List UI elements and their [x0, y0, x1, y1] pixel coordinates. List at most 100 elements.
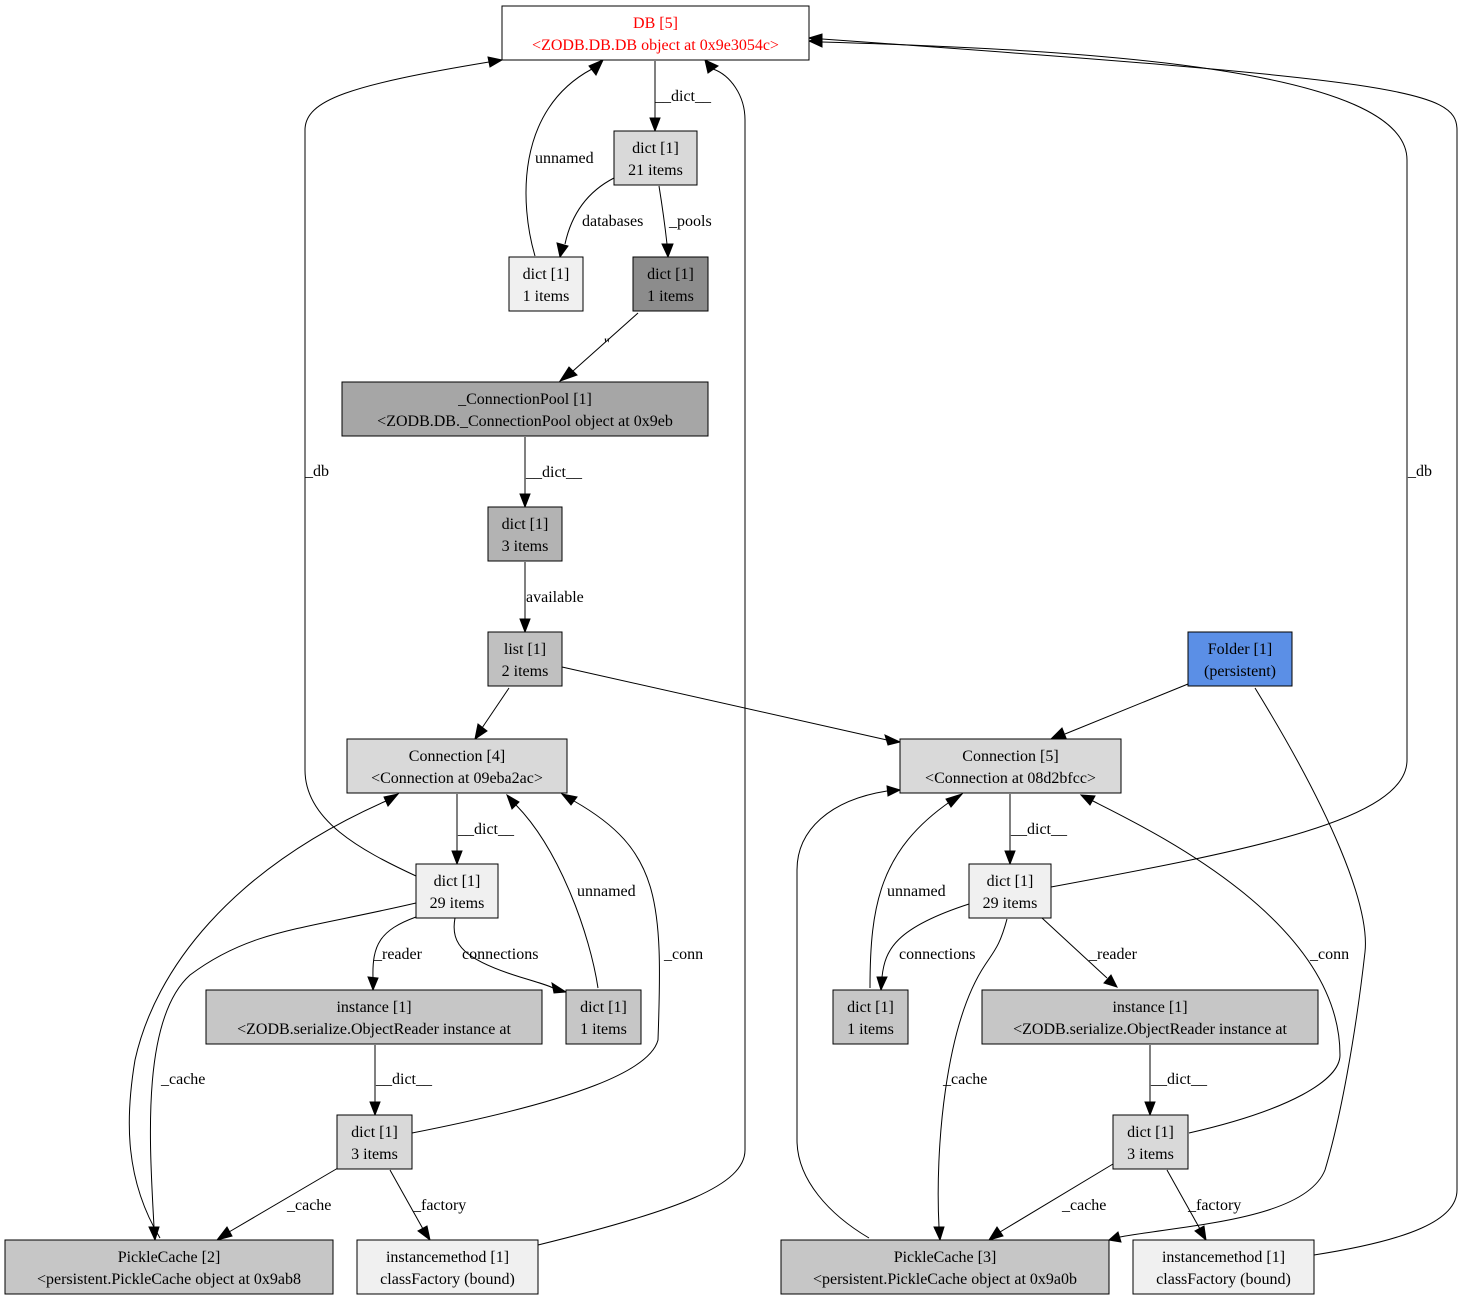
- edge-line: [525, 68, 593, 257]
- edge-label: __dict__: [1010, 821, 1068, 838]
- node-detail: 3 items: [1127, 1146, 1174, 1163]
- node-dict-pool[interactable]: dict [1]3 items: [487, 506, 563, 562]
- node-detail: 3 items: [351, 1146, 398, 1163]
- arrowhead-icon: [1103, 974, 1118, 988]
- arrowhead-icon: [451, 850, 463, 866]
- arrowhead-icon: [1049, 727, 1067, 740]
- arrowhead-icon: [588, 59, 605, 76]
- arrowhead-icon: [506, 793, 520, 810]
- edge-pc2-to-conn4: [128, 793, 400, 1239]
- arrowhead-icon: [369, 1101, 381, 1117]
- node-box: [968, 863, 1052, 919]
- edge-list_avail-to-conn4: [474, 687, 510, 741]
- edge-label: __dict__: [654, 88, 712, 105]
- edge-line: [304, 61, 490, 877]
- arrowhead-icon: [1107, 1231, 1122, 1243]
- edge-pc3-to-conn5: [796, 785, 902, 1239]
- node-box: [613, 130, 698, 186]
- node-dictconn-r[interactable]: dict [1]1 items: [832, 989, 909, 1045]
- node-inst-r[interactable]: instance [1] <ZODB.serialize.ObjectReader…: [981, 989, 1319, 1045]
- node-detail: 2 items: [502, 663, 549, 680]
- arrowhead-icon: [487, 56, 504, 68]
- edge-label: _cache: [1061, 1197, 1106, 1214]
- node-list-avail[interactable]: list [1]2 items: [487, 631, 563, 687]
- edge-label: _db: [304, 463, 329, 480]
- node-dict-dbs[interactable]: dict [1]1 items: [508, 256, 584, 312]
- edge-dict_db-to-dict_dbs: databases: [556, 177, 643, 259]
- node-box: [565, 989, 642, 1045]
- node-detail: <Connection at 08d2bfcc>: [925, 770, 1096, 787]
- arrowhead-icon: [704, 59, 719, 74]
- arrowhead-icon: [367, 976, 379, 992]
- arrowhead-icon: [933, 1226, 945, 1242]
- node-box: [205, 989, 543, 1045]
- node-dict-db[interactable]: dict [1]21 items: [613, 130, 698, 186]
- node-folder[interactable]: Folder [1](persistent): [1187, 631, 1293, 687]
- edge-label: _factory: [1187, 1197, 1241, 1214]
- edge-line: [1090, 799, 1341, 1134]
- node-db[interactable]: DB [5]<ZODB.DB.DB object at 0x9e3054c>: [501, 5, 810, 61]
- node-box: [501, 5, 810, 61]
- node-title: Connection [5]: [962, 748, 1058, 765]
- node-dict-pools[interactable]: dict [1]1 items: [632, 256, 709, 312]
- edge-dict_ir-to-im_r: _factory: [1166, 1169, 1241, 1242]
- node-title: dict [1]: [987, 873, 1034, 890]
- node-title: instance [1]: [1112, 999, 1187, 1016]
- edge-line: [572, 312, 639, 372]
- node-title: instancemethod [1]: [386, 1249, 509, 1266]
- edge-folder-to-pc3: [1107, 687, 1366, 1243]
- node-detail: <Connection at 09eba2ac>: [371, 770, 543, 787]
- node-title: instance [1]: [336, 999, 411, 1016]
- edge-dict_c4-to-dictconn_l: connections: [453, 917, 568, 994]
- arrowhead-icon: [519, 493, 531, 509]
- node-inst-l[interactable]: instance [1]<ZODB.serialize.ObjectReader…: [205, 989, 543, 1045]
- node-dict-ir[interactable]: dict [1]3 items: [1112, 1114, 1189, 1170]
- edge-conn4-to-dict_c4: __dict__: [451, 794, 515, 866]
- edge-line: [453, 917, 554, 989]
- edge-im_r-to-db: [807, 33, 1458, 1256]
- arrowhead-icon: [551, 981, 568, 994]
- node-box: [346, 738, 568, 794]
- arrowhead-icon: [215, 1226, 233, 1241]
- edge-line: [389, 1169, 424, 1230]
- node-dict-c5[interactable]: dict [1]29 items: [968, 863, 1052, 919]
- arrowhead-icon: [1079, 794, 1096, 806]
- edge-label: _conn: [663, 946, 703, 963]
- node-dictconn-l[interactable]: dict [1]1 items: [565, 989, 642, 1045]
- node-box: [508, 256, 584, 312]
- edge-line: [821, 41, 1408, 888]
- edge-line: [881, 903, 970, 978]
- arrowhead-icon: [1194, 1225, 1207, 1242]
- node-dict-il[interactable]: dict [1]3 items: [336, 1114, 413, 1170]
- node-detail: <ZODB.serialize.ObjectReader instance at: [1013, 1021, 1287, 1038]
- node-title: Connection [4]: [409, 748, 505, 765]
- edge-line: [537, 68, 746, 1246]
- edge-line: [128, 800, 387, 1239]
- node-im-r[interactable]: instancemethod [1]classFactory (bound): [1132, 1239, 1315, 1295]
- node-dict-c4[interactable]: dict [1]29 items: [415, 863, 499, 919]
- node-box: [1112, 1114, 1189, 1170]
- node-title: PickleCache [2]: [118, 1249, 221, 1266]
- edge-dict_ir-to-pc3: _cache: [987, 1163, 1114, 1241]
- node-im-l[interactable]: instancemethod [1]classFactory (bound): [356, 1239, 539, 1295]
- node-conn5[interactable]: Connection [5] <Connection at 08d2bfcc>: [899, 738, 1122, 794]
- edge-label: __dict__: [457, 821, 515, 838]
- node-title: instancemethod [1]: [1162, 1249, 1285, 1266]
- arrowhead-icon: [474, 723, 488, 741]
- node-pc3[interactable]: PickleCache [3]<persistent.PickleCache o…: [780, 1239, 1110, 1295]
- arrowhead-icon: [560, 793, 578, 806]
- edge-line: [1119, 687, 1366, 1238]
- arrowhead-icon: [649, 117, 661, 133]
- node-detail: (persistent): [1204, 663, 1276, 680]
- arrowhead-icon: [558, 366, 578, 382]
- edge-line: [1166, 1169, 1201, 1230]
- node-pc2[interactable]: PickleCache [2] <persistent.PickleCache o…: [4, 1239, 334, 1295]
- edge-label: available: [526, 589, 584, 606]
- edge-label: __dict__: [1150, 1071, 1208, 1088]
- node-connpool[interactable]: _ConnectionPool [1]<ZODB.DB._ConnectionP…: [341, 381, 709, 437]
- node-title: dict [1]: [523, 266, 570, 283]
- node-conn4[interactable]: Connection [4] <Connection at 09eba2ac>: [346, 738, 568, 794]
- edge-line: [372, 916, 417, 979]
- node-detail: <persistent.PickleCache object at 0x9ab8: [37, 1271, 301, 1288]
- arrowhead-icon: [876, 976, 888, 992]
